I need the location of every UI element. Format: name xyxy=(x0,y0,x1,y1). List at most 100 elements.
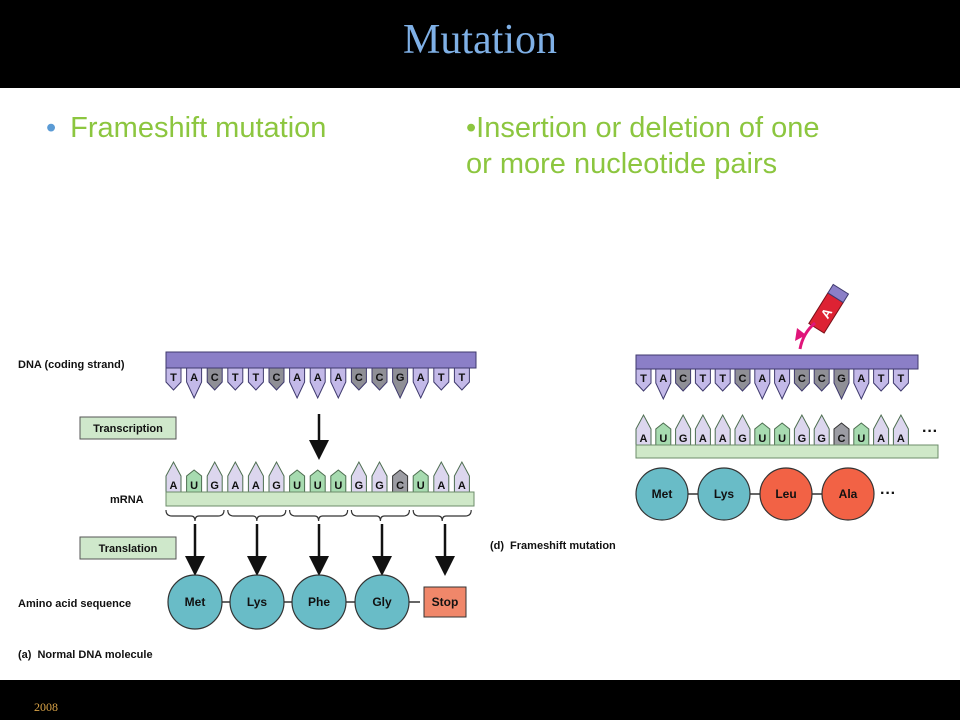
inserted-base-backbone xyxy=(827,283,850,304)
dna-base-d-8 xyxy=(793,368,810,392)
dna-base-letter-a-2: C xyxy=(211,372,219,384)
mrna-base-letter-a-10: G xyxy=(375,480,384,492)
dna-base-d-7 xyxy=(774,368,791,401)
dna-base-letter-d-0: T xyxy=(640,373,647,385)
dna-base-letter-a-4: T xyxy=(253,372,260,384)
mrna-base-letter-d-4: A xyxy=(719,433,727,445)
dna-base-letter-d-8: C xyxy=(798,373,806,385)
dna-base-a-9 xyxy=(350,367,367,391)
amino-label-d-0: Met xyxy=(652,487,673,501)
amino-d-0 xyxy=(635,467,689,521)
amino-label-d-2: Leu xyxy=(775,487,796,501)
dna-base-a-14 xyxy=(453,367,470,391)
amino-ellipsis-d: ··· xyxy=(880,485,896,502)
dna-base-letter-a-13: T xyxy=(438,372,445,384)
amino-d-2 xyxy=(759,467,813,521)
dna-base-d-10 xyxy=(833,368,850,401)
dna-base-a-4 xyxy=(247,367,264,391)
dna-base-d-3 xyxy=(694,368,711,392)
codon-brace-1 xyxy=(227,509,287,522)
mrna-base-letter-d-6: U xyxy=(758,433,766,445)
dna-base-letter-a-0: T xyxy=(170,372,177,384)
mrna-base-letter-d-7: U xyxy=(778,433,786,445)
dna-base-a-10 xyxy=(371,367,388,391)
amino-label-a-2: Phe xyxy=(308,595,330,609)
mrna-backbone-d xyxy=(635,444,939,459)
mrna-backbone-a xyxy=(165,491,475,507)
amino-d-1 xyxy=(697,467,751,521)
footer-year: 2008 xyxy=(34,700,58,714)
bullet-right-line2: or more nucleotide pairs xyxy=(466,148,778,180)
amino-a-2 xyxy=(291,574,347,630)
bullet-right-line1: Insertion or deletion of one xyxy=(476,112,820,144)
amino-a-3 xyxy=(354,574,410,630)
dna-base-letter-d-11: A xyxy=(857,373,865,385)
dna-base-letter-a-9: C xyxy=(355,372,363,384)
mrna-base-letter-d-9: G xyxy=(817,433,826,445)
caption-d-letter: (d) xyxy=(490,540,504,552)
slide-title: Mutation xyxy=(403,17,557,63)
dna-base-letter-d-7: A xyxy=(778,373,786,385)
mrna-base-letter-a-9: G xyxy=(355,480,364,492)
bullet-left-text: Frameshift mutation xyxy=(70,112,327,144)
mrna-base-letter-d-10: C xyxy=(838,433,846,445)
amino-a-0 xyxy=(167,574,223,630)
transcription-label: Transcription xyxy=(93,423,163,435)
amino-d-3 xyxy=(821,467,875,521)
mrna-base-letter-a-11: C xyxy=(396,480,404,492)
dna-base-d-6 xyxy=(754,368,771,401)
dna-base-d-1 xyxy=(655,368,672,401)
mrna-base-letter-a-5: G xyxy=(272,480,281,492)
dna-base-letter-a-6: A xyxy=(293,372,301,384)
mrna-base-letter-d-11: U xyxy=(857,433,865,445)
amino-label-d-3: Ala xyxy=(839,487,858,501)
dna-base-letter-d-4: T xyxy=(719,373,726,385)
amino-acid-sequence-label: Amino acid sequence xyxy=(18,598,131,610)
dna-base-letter-d-1: A xyxy=(659,373,667,385)
mrna-base-letter-d-0: A xyxy=(640,433,648,445)
dna-backbone-a xyxy=(165,351,477,369)
mrna-base-letter-a-3: A xyxy=(231,480,239,492)
mrna-base-letter-a-2: G xyxy=(210,480,219,492)
dna-base-letter-d-6: A xyxy=(758,373,766,385)
caption-a-text: Normal DNA molecule xyxy=(37,649,152,661)
dna-base-letter-a-5: C xyxy=(273,372,281,384)
dna-base-a-2 xyxy=(206,367,223,391)
dna-base-a-11 xyxy=(392,367,409,400)
dna-base-a-3 xyxy=(227,367,244,391)
dna-base-a-13 xyxy=(433,367,450,391)
dna-base-letter-d-5: C xyxy=(739,373,747,385)
mrna-base-letter-a-1: U xyxy=(190,480,198,492)
dna-base-a-5 xyxy=(268,367,285,391)
dna-coding-strand-label: DNA (coding strand) xyxy=(18,359,125,371)
codon-brace-3 xyxy=(350,509,410,522)
dna-base-a-0 xyxy=(165,367,182,391)
amino-label-a-0: Met xyxy=(185,595,206,609)
amino-label-a-3: Gly xyxy=(372,595,392,609)
mrna-base-letter-a-14: A xyxy=(458,480,466,492)
codon-brace-2 xyxy=(289,509,349,522)
mrna-base-letter-a-4: A xyxy=(252,480,260,492)
dna-base-d-11 xyxy=(853,368,870,401)
mrna-base-letter-d-5: G xyxy=(738,433,747,445)
dna-base-letter-a-11: G xyxy=(396,372,405,384)
dna-base-d-5 xyxy=(734,368,751,392)
translation-arrows xyxy=(185,524,455,576)
dna-base-letter-a-3: T xyxy=(232,372,239,384)
dna-base-d-9 xyxy=(813,368,830,392)
caption-d: (d)Frameshift mutation xyxy=(490,540,616,552)
mrna-base-letter-d-13: A xyxy=(897,433,905,445)
dna-base-d-13 xyxy=(892,368,909,392)
dna-base-d-4 xyxy=(714,368,731,392)
dna-backbone-d xyxy=(635,354,919,370)
bullet-frameshift: •Frameshift mutation xyxy=(46,110,326,146)
insertion-arrowhead xyxy=(795,328,806,341)
amino-label-a-1: Lys xyxy=(247,595,268,609)
mrna-base-letter-d-1: U xyxy=(659,433,667,445)
mrna-label: mRNA xyxy=(110,494,144,506)
